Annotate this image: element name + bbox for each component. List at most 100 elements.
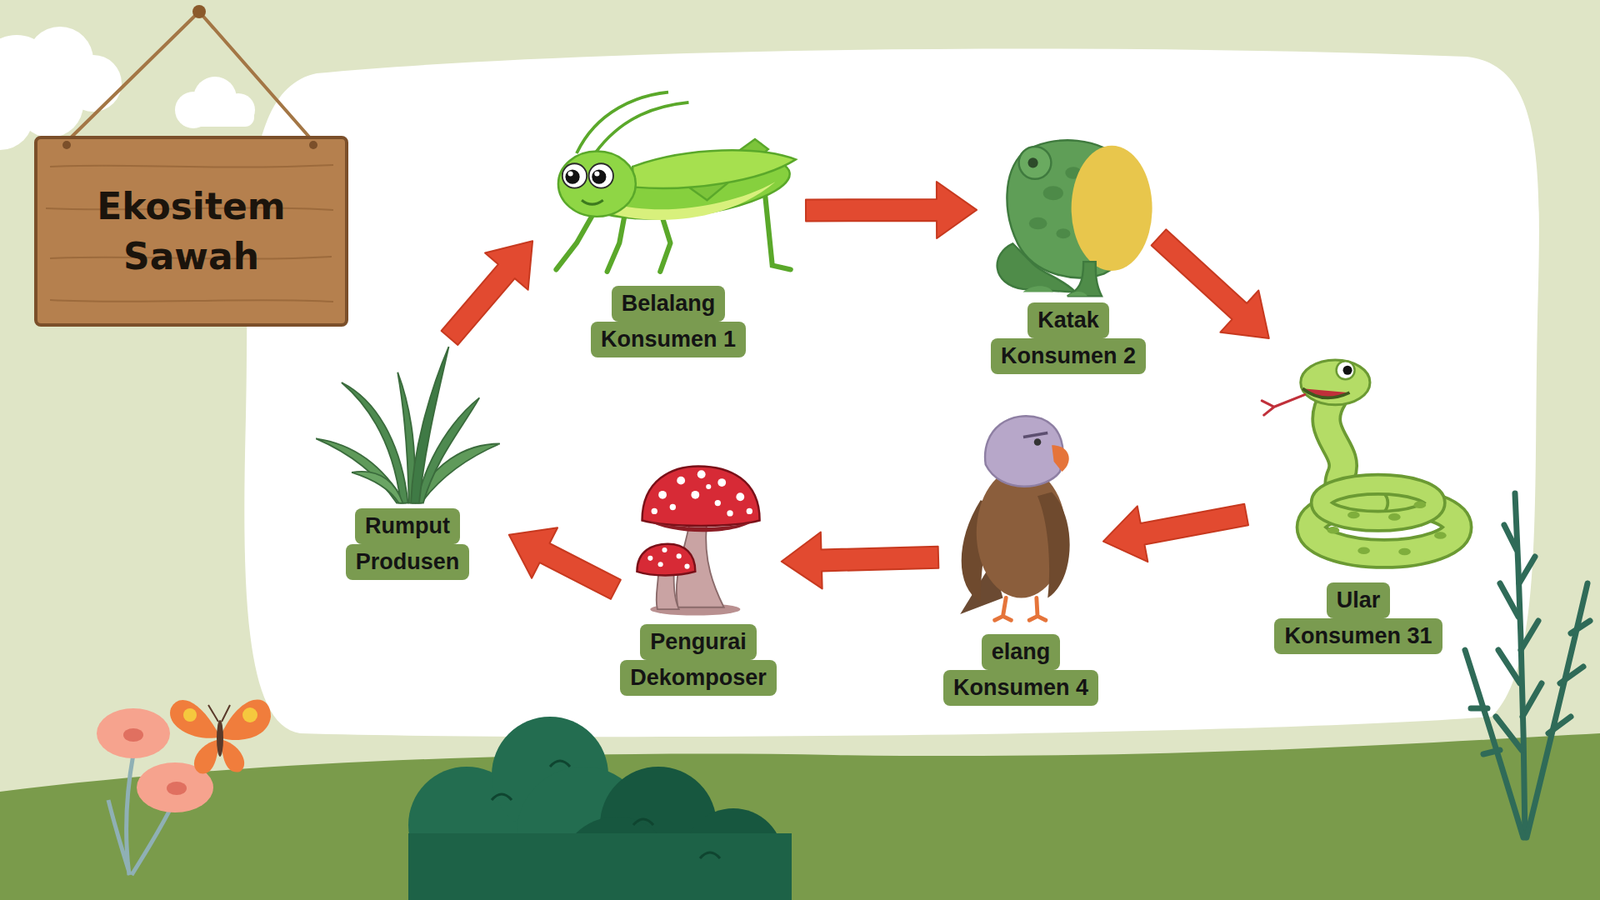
organism-name: Katak bbox=[1027, 302, 1110, 339]
mouth bbox=[581, 200, 604, 205]
ground bbox=[0, 733, 1600, 900]
organism-name: elang bbox=[981, 634, 1061, 670]
butterfly bbox=[170, 700, 271, 775]
drawing-part bbox=[35, 137, 347, 325]
drawing-part bbox=[192, 5, 206, 19]
tongue bbox=[1261, 395, 1305, 415]
white-panel bbox=[244, 48, 1540, 737]
scale bbox=[1434, 531, 1447, 540]
feet bbox=[994, 597, 1045, 620]
flow-arrow bbox=[441, 240, 533, 345]
pupil bbox=[591, 170, 606, 185]
wing bbox=[632, 150, 796, 189]
cloud bbox=[0, 26, 255, 150]
beak bbox=[1051, 445, 1070, 472]
tall-plant bbox=[1465, 493, 1590, 838]
cap-dot bbox=[670, 504, 676, 510]
eye-bump bbox=[1019, 146, 1052, 180]
cap-dot bbox=[651, 508, 658, 515]
trophic-role: Konsumen 1 bbox=[590, 321, 746, 358]
drawing-part bbox=[1495, 525, 1542, 750]
organism-name: Belalang bbox=[611, 285, 726, 322]
eye-shine bbox=[568, 170, 574, 176]
pupil bbox=[565, 170, 580, 185]
trophic-role: Konsumen 31 bbox=[1274, 618, 1442, 655]
drawing-part bbox=[123, 728, 144, 742]
eye bbox=[1335, 360, 1355, 380]
eagle-picture bbox=[950, 408, 1093, 623]
drawing-part bbox=[183, 708, 197, 722]
cap-dot bbox=[746, 508, 753, 515]
grasshopper-picture bbox=[535, 90, 801, 276]
front-leg bbox=[1067, 261, 1102, 296]
drawing-part bbox=[309, 140, 318, 150]
scale bbox=[1347, 511, 1360, 520]
title-sign-text-area: Ekositem Sawah bbox=[35, 137, 347, 325]
cap-dot bbox=[684, 564, 690, 570]
flow-arrow bbox=[1103, 504, 1249, 563]
cap-dot bbox=[715, 500, 721, 506]
flow-arrow bbox=[781, 531, 940, 589]
drawing-part bbox=[166, 781, 187, 795]
antenna bbox=[576, 92, 669, 154]
mouth bbox=[1302, 388, 1350, 398]
drawing-part bbox=[221, 740, 245, 773]
frog-picture bbox=[981, 132, 1155, 300]
scale bbox=[1413, 500, 1426, 509]
drawing-part bbox=[194, 740, 219, 774]
eye bbox=[1028, 157, 1039, 168]
bush bbox=[408, 716, 792, 900]
drawing-part bbox=[216, 720, 224, 757]
food-chain-node: PenguraiDekomposer bbox=[620, 464, 777, 696]
cap-dot bbox=[690, 490, 700, 500]
eye bbox=[589, 163, 614, 188]
drawing-part bbox=[408, 833, 792, 900]
cap-dot bbox=[658, 490, 667, 500]
trophic-role: Produsen bbox=[345, 544, 470, 580]
trophic-role: Konsumen 2 bbox=[990, 338, 1146, 375]
cap-dot bbox=[726, 510, 733, 516]
drawing-part bbox=[242, 707, 258, 723]
belly bbox=[1071, 145, 1153, 271]
cap-dot bbox=[658, 561, 664, 567]
drawing-part bbox=[179, 108, 255, 127]
flow-arrow bbox=[509, 527, 621, 600]
food-chain-node: UlarKonsumen 31 bbox=[1251, 341, 1466, 655]
food-chain-node: BelalangKonsumen 1 bbox=[535, 90, 801, 358]
cap bbox=[636, 544, 695, 576]
eagle-head bbox=[985, 415, 1063, 486]
cap-dot bbox=[661, 547, 667, 553]
food-chain-node: RumputProdusen bbox=[310, 341, 505, 580]
grass-blade bbox=[351, 471, 403, 504]
coil-outline bbox=[1320, 484, 1435, 521]
drawing-part bbox=[96, 708, 170, 759]
eye-shine bbox=[594, 170, 600, 176]
cap-dot bbox=[697, 470, 706, 479]
eye bbox=[562, 163, 587, 188]
spot bbox=[1043, 185, 1064, 200]
scale bbox=[1398, 548, 1411, 556]
drawing-part bbox=[62, 140, 71, 150]
mushroom-picture bbox=[631, 464, 765, 618]
grass-picture bbox=[310, 341, 505, 505]
cap-dot bbox=[717, 478, 726, 487]
organism-name: Pengurai bbox=[640, 624, 757, 660]
spot bbox=[1055, 228, 1070, 239]
title: Ekositem Sawah bbox=[75, 181, 309, 281]
toes bbox=[1022, 285, 1088, 296]
brow bbox=[1022, 433, 1047, 438]
snake-head bbox=[1300, 360, 1370, 405]
scale bbox=[1357, 546, 1370, 555]
grass-blade bbox=[340, 382, 408, 504]
food-chain-node: KatakKonsumen 2 bbox=[981, 132, 1155, 375]
cap-dot bbox=[705, 484, 711, 490]
coil bbox=[1320, 484, 1435, 521]
drawing-part bbox=[66, 11, 314, 142]
cap-dot bbox=[676, 553, 682, 559]
drawing-part bbox=[491, 760, 720, 859]
eye bbox=[1033, 438, 1041, 446]
drawing-part bbox=[0, 83, 34, 150]
